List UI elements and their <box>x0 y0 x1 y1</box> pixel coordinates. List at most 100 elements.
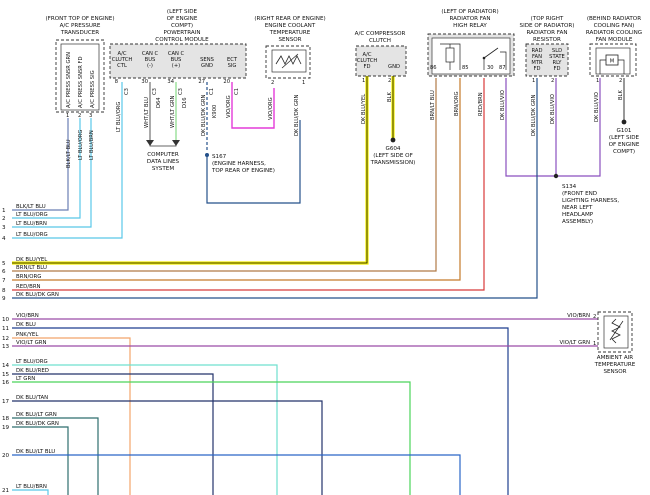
transducer-wire-2: LT BLU/ORG <box>78 130 84 160</box>
relay-caption-1: (LEFT OF RADIATOR) <box>441 9 498 15</box>
wire-relay-87 <box>505 78 556 177</box>
harness-num-9: 9 <box>2 296 6 302</box>
harness-num-1: 1 <box>2 208 6 214</box>
transducer-label-1: A/C PRESS SNSR GRN <box>66 52 72 108</box>
relay-pin-30: 30 <box>487 65 494 71</box>
ac-pressure-transducer: (FRONT TOP OF ENGINE) A/C PRESSURE TRANS… <box>45 16 114 168</box>
pcm-col4-l2: GND <box>201 63 213 69</box>
harness-num-8: 8 <box>2 288 6 294</box>
ground-g101 <box>621 119 627 125</box>
harness-num-4: 4 <box>2 236 6 242</box>
harness-label-14: LT BLU/ORG <box>16 359 48 365</box>
clutch-wire-1: DK BLU/YEL <box>361 94 367 124</box>
transducer-label-3: A/C PRESS SIG <box>90 70 96 108</box>
wire-5-core <box>12 76 368 264</box>
resistor-label-6: STATE <box>549 54 565 60</box>
pcm-conn-1: C3 <box>124 88 130 95</box>
ambient-caption-1: AMBIENT AIR <box>597 355 634 361</box>
ambient-pin-1: 1 <box>593 341 596 347</box>
relay-caption-3: HIGH RELAY <box>453 23 487 29</box>
harness-num-5: 5 <box>2 261 6 267</box>
resistor-label-2: FAN <box>532 54 542 60</box>
motor-caption-4: FAN MODULE <box>596 37 633 43</box>
relay-coil-circuit <box>440 43 461 70</box>
harness-label-5: DK BLU/YEL <box>16 257 47 263</box>
transducer-caption-1: (FRONT TOP OF ENGINE) <box>45 16 114 22</box>
wires <box>12 76 625 495</box>
g101-label-1: G101 <box>616 128 631 134</box>
harness-label-4: LT BLU/ORG <box>16 232 48 238</box>
wire-17 <box>12 400 323 495</box>
ground-g604 <box>390 137 396 143</box>
engine-coolant-temp-sensor: (RIGHT REAR OF ENGINE) ENGINE COOLANT TE… <box>254 16 325 136</box>
harness-label-17: DK BLU/TAN <box>16 395 48 401</box>
wire-16 <box>12 381 411 495</box>
wire-4 <box>12 82 123 239</box>
clutch-caption-2: CLUTCH <box>369 38 391 44</box>
ect-inner <box>271 49 307 73</box>
harness-label-3: LT BLU/BRN <box>16 221 47 227</box>
s134-label-1: S134 <box>562 184 577 190</box>
s134-label-4: NEAR LEFT <box>562 205 593 211</box>
wire-ect-sig <box>231 82 275 129</box>
wire-18 <box>12 417 99 495</box>
transducer-wire-1: BLK/LT BLU <box>66 139 72 168</box>
wire-7 <box>12 78 461 281</box>
pcm-pin-34: 34 <box>167 79 174 85</box>
harness-num-16: 16 <box>2 380 10 386</box>
relay-pin-87: 87 <box>499 65 506 71</box>
pcm-col1-l1: A/C <box>118 51 127 57</box>
resistor-pin-1: 1 <box>532 78 535 84</box>
pcm-wire-1: LT BLU/ORG <box>116 102 122 132</box>
pcm-pin-20: 20 <box>223 79 230 85</box>
harness-num-18: 18 <box>2 416 10 422</box>
pcm-col2-l1: CAN C <box>142 51 159 57</box>
s167-label-1: S167 <box>212 154 227 160</box>
powertrain-control-module: (LEFT SIDE OF ENGINE COMPT) POWERTRAIN C… <box>109 9 275 174</box>
relay-pin-85: 85 <box>462 65 469 71</box>
g101-label-4: COMPT) <box>613 149 635 155</box>
motor-wire-1: DK BLU/VIO <box>594 92 600 122</box>
relay-contact-87 <box>500 51 507 70</box>
harness-label-6: BRN/LT BLU <box>16 265 47 271</box>
ect-wire-1: VIO/ORG <box>268 97 274 120</box>
pcm-col2-l2: BUS <box>145 57 156 63</box>
pcm-wire-5: VIO/ORG <box>226 95 232 118</box>
pcm-caption-3: COMPT) <box>171 23 193 29</box>
wire-15 <box>12 373 214 495</box>
pcm-pin-30: 30 <box>141 79 148 85</box>
clutch-label-3: FD <box>364 64 371 70</box>
pcm-pin-27: 27 <box>198 79 205 85</box>
resistor-label-3: MTR <box>531 60 543 66</box>
ect-thermistor-icon <box>275 55 302 65</box>
transducer-pin-2: 2 <box>78 113 81 119</box>
transducer-caption-2: A/C PRESSURE <box>60 23 101 29</box>
harness-label-20: DK BLU/LT BLU <box>16 449 55 455</box>
pcm-col1-l2: CLUTCH <box>112 57 133 63</box>
ect-caption-4: SENSOR <box>278 37 301 43</box>
relay-pivot <box>482 56 486 60</box>
harness-label-1: BLK/LT BLU <box>16 204 46 210</box>
ambient-thermistor-arrow <box>609 320 624 341</box>
wire-19 <box>12 426 69 495</box>
wire-8 <box>12 78 485 291</box>
motor-wire-2: BLK <box>618 90 624 100</box>
wire-20 <box>12 454 461 495</box>
ect-pin-1: 1 <box>302 80 305 86</box>
motor-caption-1: (BEHIND RADIATOR <box>587 16 641 22</box>
motor-caption-3: RADIATOR COOLING <box>586 30 642 36</box>
ambient-caption-2: TEMPERATURE <box>594 362 636 368</box>
clutch-pin-2: 2 <box>388 78 391 84</box>
wire-14 <box>12 364 278 495</box>
clutch-label-4: GND <box>388 64 400 70</box>
relay-wire-2: BRN/ORG <box>454 92 460 117</box>
data-lines-label-1: COMPUTER <box>147 152 179 158</box>
relay-switch-icon <box>483 47 499 59</box>
harness-num-3: 3 <box>2 225 6 231</box>
pcm-col3-l3: (+) <box>172 63 180 69</box>
resistor-wire-1: DK BLU/DK GRN <box>531 95 537 136</box>
wire-s167 <box>206 120 301 204</box>
s134-label-3: LIGHTING HARNESS, <box>562 198 619 204</box>
